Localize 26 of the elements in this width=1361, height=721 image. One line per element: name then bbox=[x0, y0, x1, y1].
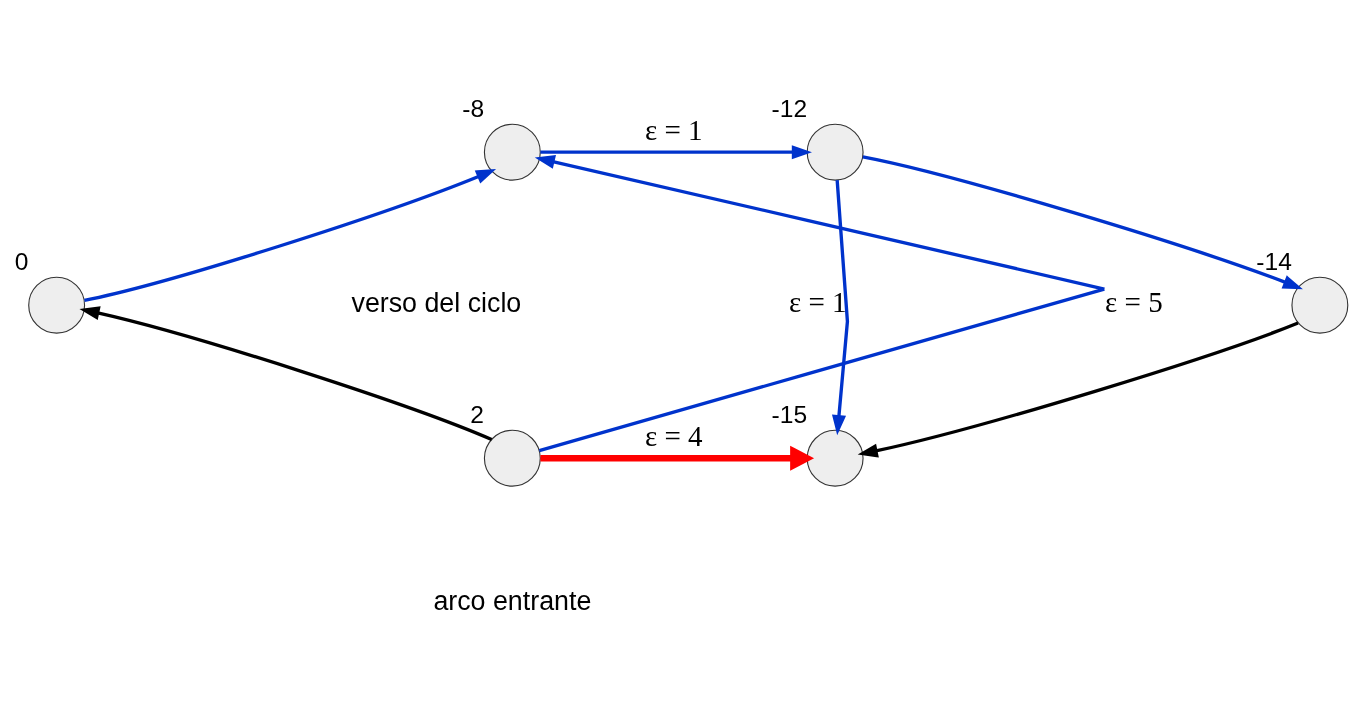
label: verso del ciclo bbox=[351, 288, 521, 319]
edge-label: ε = 1 bbox=[788, 286, 847, 319]
edge-label: ε = 4 bbox=[644, 419, 703, 452]
arrow bbox=[83, 169, 496, 302]
node-label: -14 bbox=[1255, 248, 1292, 276]
node-circle bbox=[27, 276, 85, 334]
node-circle bbox=[806, 429, 864, 487]
node-label: -8 bbox=[461, 95, 484, 123]
edge-label: ε = 1 bbox=[644, 113, 703, 146]
node-circle bbox=[483, 123, 541, 181]
arrow bbox=[539, 145, 812, 160]
edge-label: ε = 5 bbox=[1104, 286, 1163, 319]
node-circle bbox=[483, 429, 541, 487]
arrow bbox=[857, 321, 1299, 458]
label: arco entrante bbox=[432, 586, 591, 617]
arrow bbox=[862, 155, 1303, 290]
arrow bbox=[78, 306, 492, 441]
node-label: -12 bbox=[771, 95, 807, 123]
arrow bbox=[534, 155, 1106, 453]
arrow bbox=[831, 180, 849, 436]
node-circle bbox=[806, 123, 864, 181]
node-label: 2 bbox=[469, 401, 484, 429]
arrow bbox=[539, 445, 814, 471]
node-label: 0 bbox=[14, 248, 28, 276]
node-circle bbox=[1290, 276, 1348, 334]
node-label: -15 bbox=[771, 401, 807, 429]
